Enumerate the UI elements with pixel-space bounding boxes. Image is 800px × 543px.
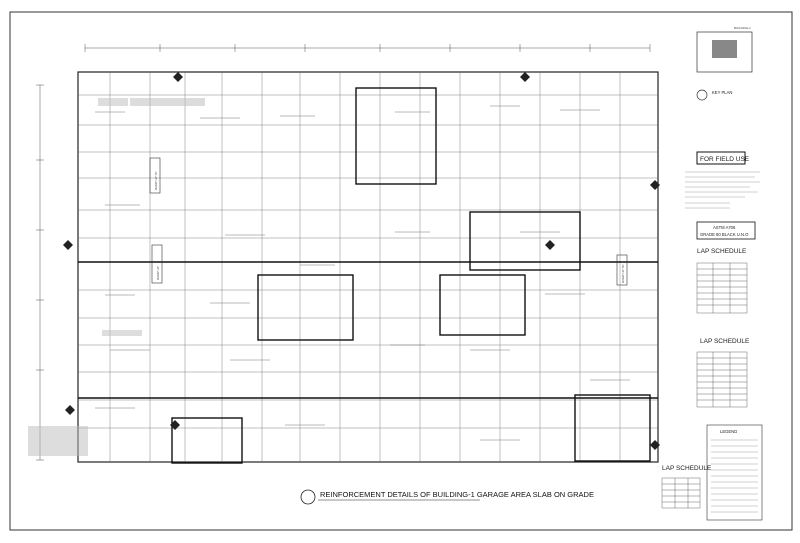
- title-circle: [300, 489, 316, 505]
- legend-rows: [711, 439, 758, 513]
- top-dimension-string: [84, 44, 651, 52]
- slab-outline: [77, 71, 659, 463]
- rebar-callouts: [95, 105, 630, 441]
- drawing-title: REINFORCEMENT DETAILS OF BUILDING-1 GARA…: [320, 490, 594, 499]
- rebar-spec-line1: ASTM A706: [713, 225, 736, 230]
- shaded-zones: [28, 98, 205, 456]
- lap-schedule-table-2: [696, 351, 748, 408]
- ramp-label-2: RAMP UP: [156, 266, 160, 280]
- key-plan-building-label: BUILDING-1: [734, 26, 751, 30]
- field-use-box: [696, 151, 746, 165]
- left-dimension-string: [36, 84, 44, 461]
- legend-title: LEGEND: [720, 429, 737, 434]
- slab-grid-vertical: [109, 72, 621, 462]
- lap-schedule-table-1: [696, 262, 748, 314]
- legend-box: [706, 424, 763, 521]
- ramp-label-1: RAMP UP TO: [154, 171, 158, 190]
- key-plan-building: [712, 40, 737, 58]
- rebar-spec-box: [696, 221, 756, 240]
- rebar-spec-line2: GRADE 60 BLACK U.N.O: [700, 232, 749, 237]
- field-use-label: FOR FIELD USE: [700, 156, 750, 163]
- general-notes: [685, 171, 760, 209]
- key-plan-symbol: [696, 89, 708, 101]
- key-plan-frame: [696, 31, 753, 73]
- key-plan-label: KEY PLAN: [712, 90, 732, 95]
- ramp-boxes: [149, 157, 628, 286]
- lap-schedule-title-1: LAP SCHEDULE: [697, 248, 747, 255]
- structural-bands: [78, 87, 658, 464]
- ramp-label-3: RAMP UP TO: [621, 264, 625, 283]
- lap-schedule-title-3: LAP SCHEDULE: [662, 465, 712, 472]
- lap-schedule-table-3: [661, 477, 701, 509]
- sheet-border: [9, 11, 793, 531]
- lap-schedule-title-2: LAP SCHEDULE: [700, 338, 750, 345]
- section-markers: [63, 72, 660, 450]
